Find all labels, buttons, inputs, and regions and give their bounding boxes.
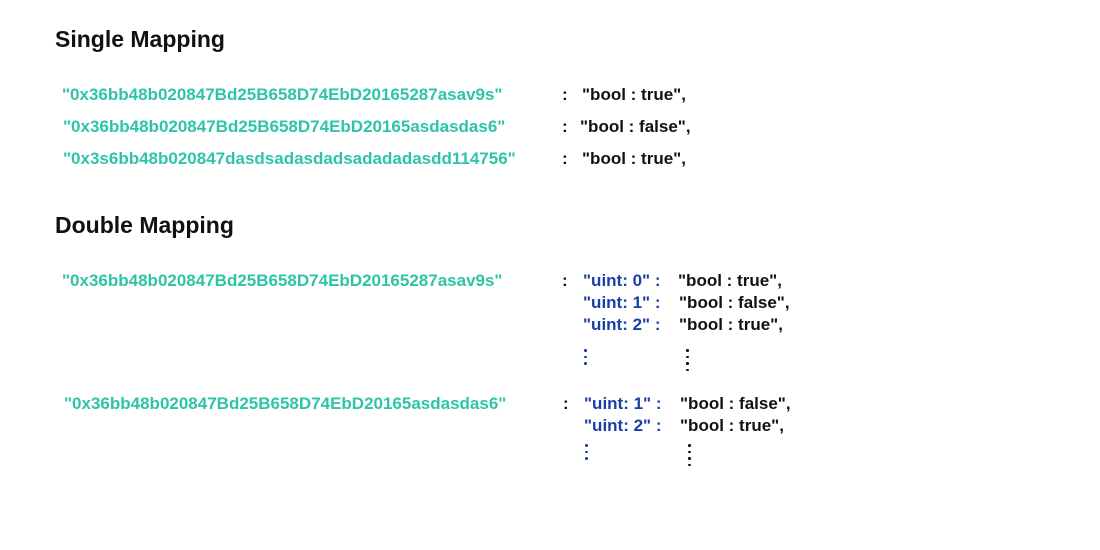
- double-group-1-value-0: "bool : true",: [678, 271, 782, 290]
- double-group-2-index-1: "uint: 2" :: [584, 416, 662, 435]
- double-group-1-index-0: "uint: 0" :: [583, 271, 661, 290]
- double-group-1-sep: :: [562, 271, 568, 290]
- single-row-3-value: "bool : true",: [582, 149, 686, 168]
- single-row-1-sep: :: [562, 85, 568, 104]
- double-group-2-index-0: "uint: 1" :: [584, 394, 662, 413]
- single-row-2-value: "bool : false",: [580, 117, 691, 136]
- single-mapping-title: Single Mapping: [55, 26, 225, 52]
- double-group-2-value-1: "bool : true",: [680, 416, 784, 435]
- single-row-2-sep: :: [562, 117, 568, 136]
- single-row-2-key: "0x36bb48b020847Bd25B658D74EbD20165asdas…: [63, 117, 506, 136]
- double-group-1-index-1: "uint: 1" :: [583, 293, 661, 312]
- double-group-1-key: "0x36bb48b020847Bd25B658D74EbD20165287as…: [62, 271, 503, 290]
- double-group-2-value-ellipsis: [688, 444, 692, 470]
- double-group-2-index-ellipsis: [585, 444, 589, 464]
- single-row-3-sep: :: [562, 149, 568, 168]
- double-group-1-index-2: "uint: 2" :: [583, 315, 661, 334]
- single-row-1-key: "0x36bb48b020847Bd25B658D74EbD20165287as…: [62, 85, 503, 104]
- double-group-2-key: "0x36bb48b020847Bd25B658D74EbD20165asdas…: [64, 394, 507, 413]
- single-row-3-key: "0x3s6bb48b020847dasdsadasdadsadadadasdd…: [63, 149, 516, 168]
- double-group-2-sep: :: [563, 394, 569, 413]
- double-group-1-value-1: "bool : false",: [679, 293, 790, 312]
- double-group-2-value-0: "bool : false",: [680, 394, 791, 413]
- double-group-1-index-ellipsis: [584, 349, 588, 369]
- single-row-1-value: "bool : true",: [582, 85, 686, 104]
- double-mapping-title: Double Mapping: [55, 212, 234, 238]
- double-group-1-value-ellipsis: [686, 349, 690, 375]
- double-group-1-value-2: "bool : true",: [679, 315, 783, 334]
